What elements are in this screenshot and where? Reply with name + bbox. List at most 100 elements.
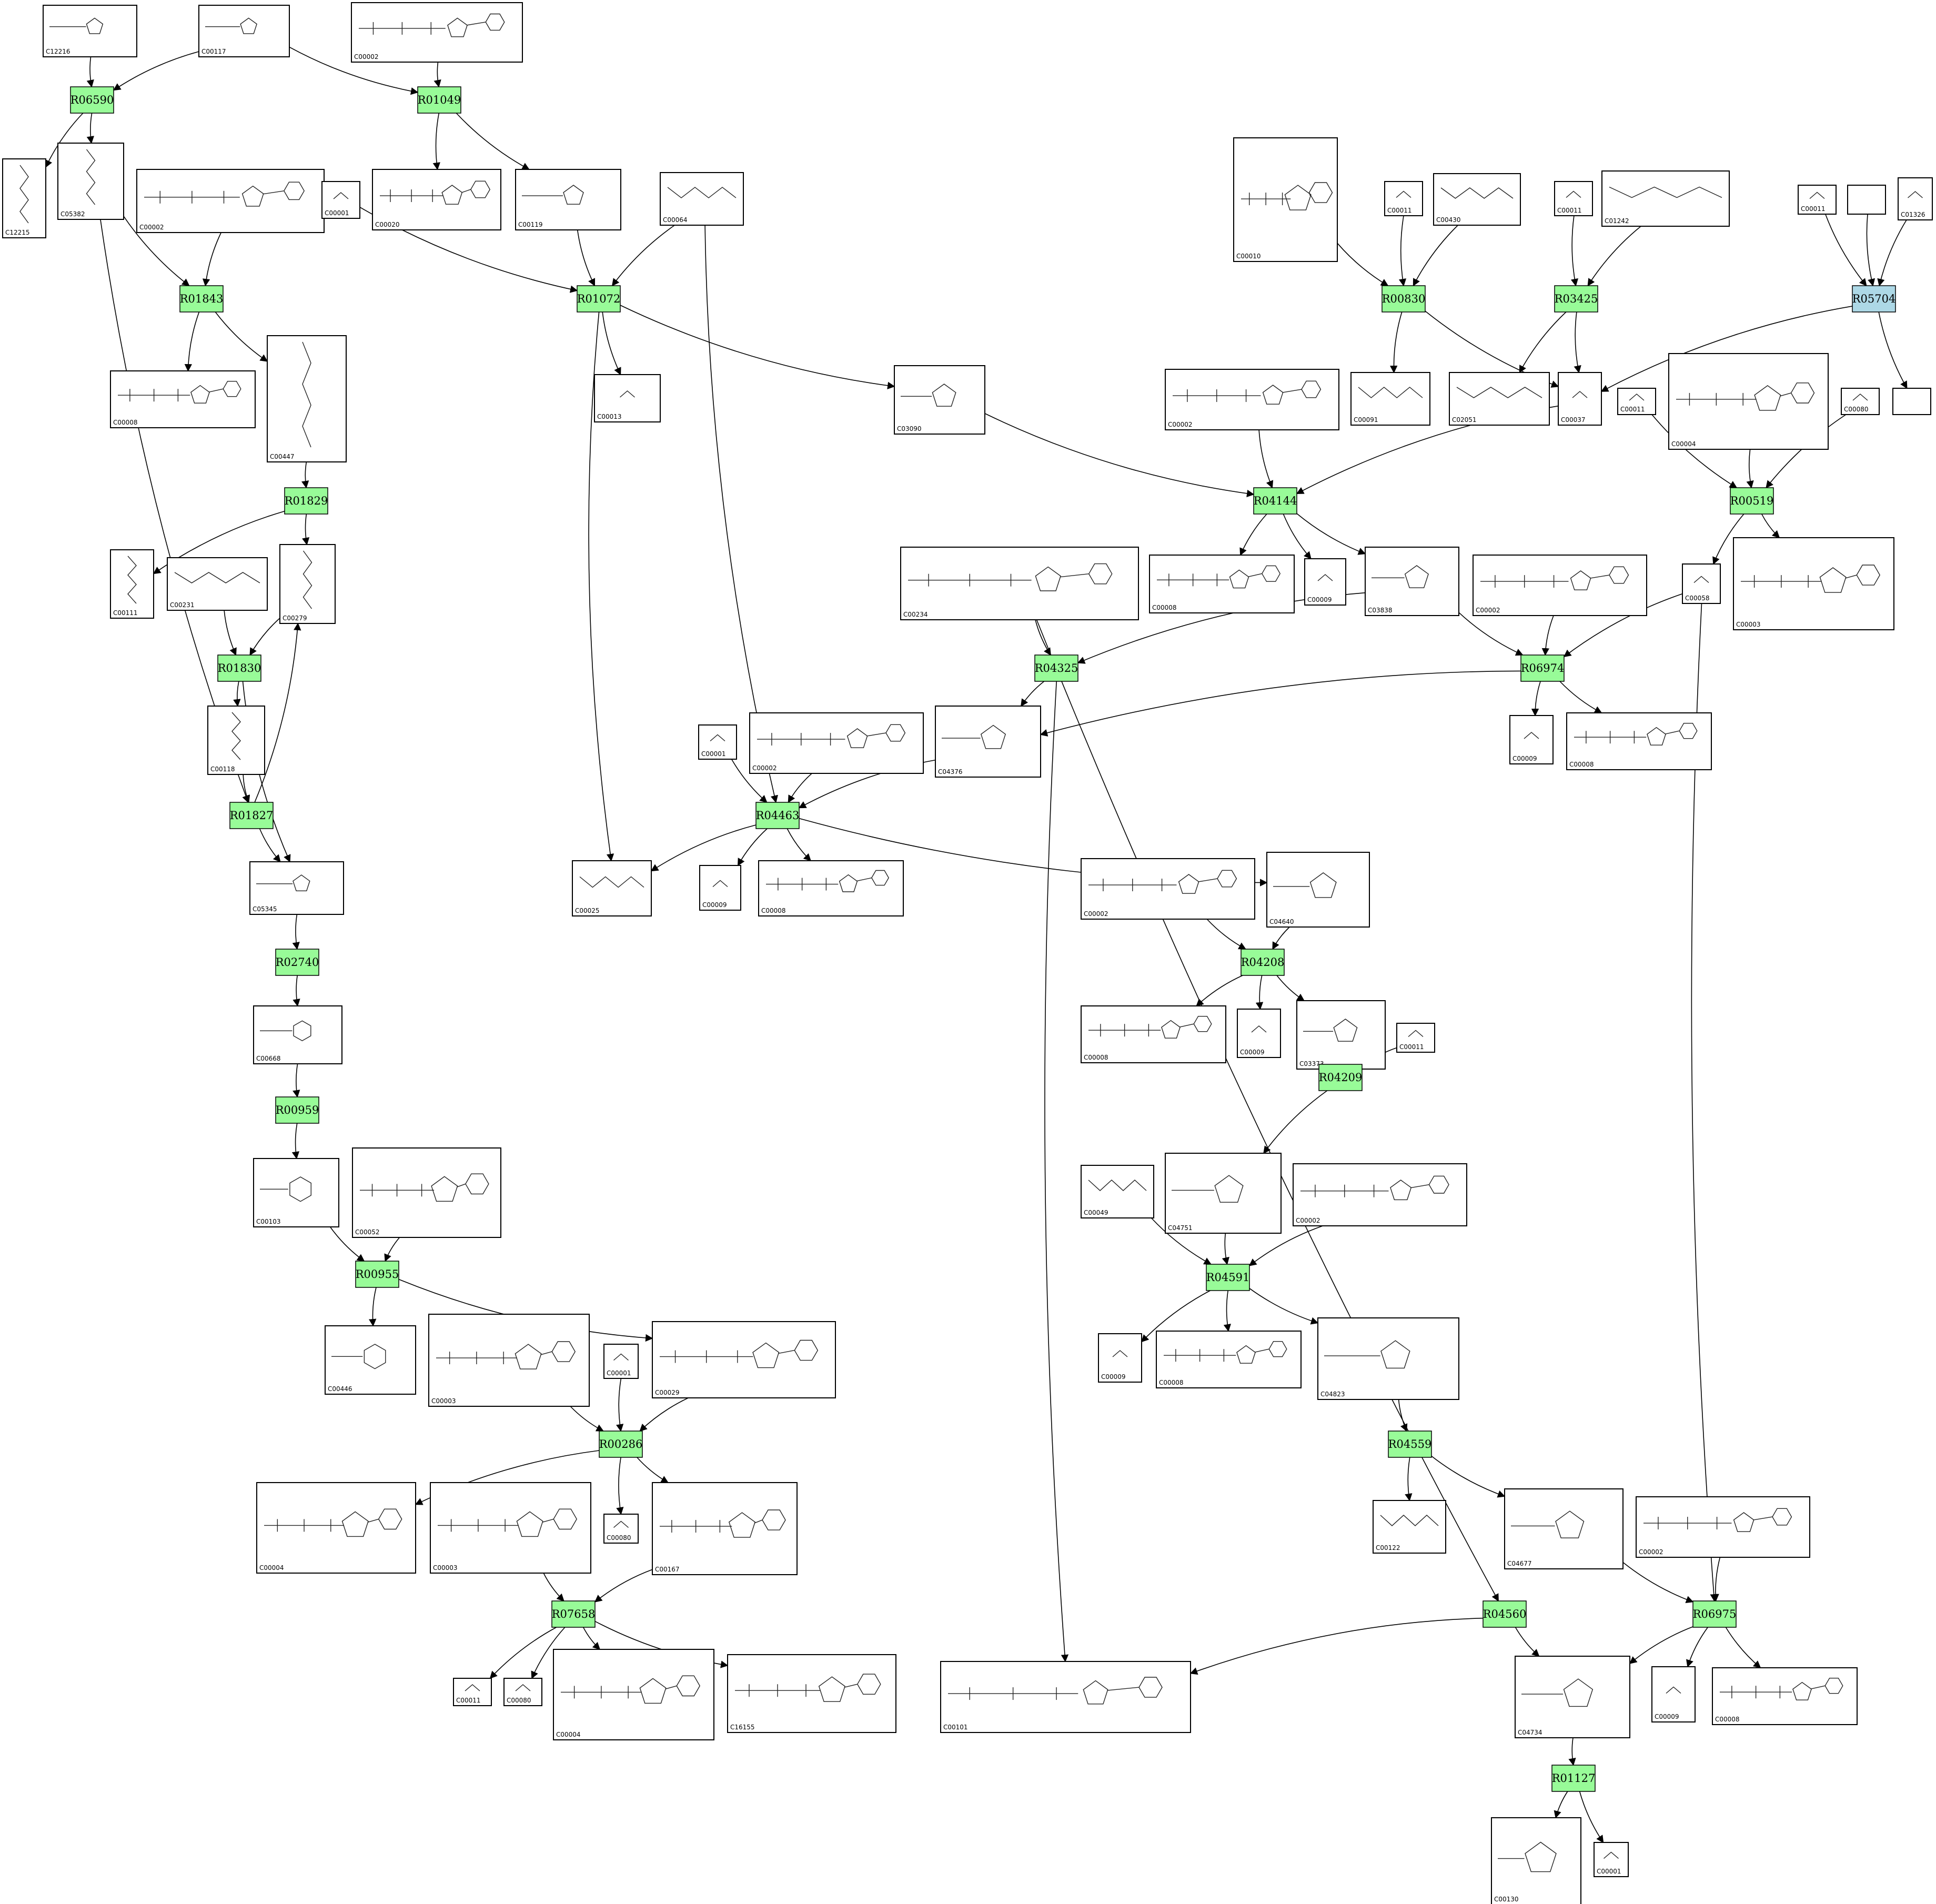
reaction-node-r04144[interactable]: R04144 <box>1253 487 1297 515</box>
compound-node[interactable]: C05345 <box>249 861 344 915</box>
reaction-node-r01827[interactable]: R01827 <box>229 802 274 829</box>
reaction-node-r04560[interactable]: R04560 <box>1483 1600 1527 1628</box>
compound-node[interactable] <box>1892 388 1931 415</box>
compound-node[interactable]: C00004 <box>256 1482 416 1574</box>
compound-node[interactable]: C00130 <box>1491 1817 1581 1904</box>
compound-node[interactable]: C00101 <box>940 1661 1191 1733</box>
reaction-node-r01843[interactable]: R01843 <box>179 285 224 313</box>
compound-node[interactable]: C16155 <box>727 1654 896 1733</box>
compound-node[interactable]: C00004 <box>553 1649 714 1740</box>
compound-node[interactable]: C00052 <box>352 1147 501 1238</box>
reaction-node-r00959[interactable]: R00959 <box>275 1096 319 1124</box>
compound-node[interactable]: C00080 <box>1841 388 1880 415</box>
compound-node[interactable]: C00447 <box>267 335 347 462</box>
reaction-node-r04591[interactable]: R04591 <box>1206 1264 1250 1291</box>
compound-node[interactable]: C00029 <box>652 1321 836 1398</box>
compound-node[interactable]: C00002 <box>1081 858 1255 920</box>
reaction-node-r06974[interactable]: R06974 <box>1520 654 1565 682</box>
compound-node[interactable]: C00010 <box>1233 137 1338 262</box>
compound-node[interactable]: C00446 <box>325 1325 416 1395</box>
compound-node[interactable]: C00011 <box>1384 181 1423 216</box>
compound-node[interactable]: C04640 <box>1266 852 1370 928</box>
reaction-node-r01127[interactable]: R01127 <box>1551 1765 1596 1792</box>
compound-node[interactable]: C00231 <box>167 557 268 611</box>
compound-node[interactable]: C00008 <box>1149 555 1295 613</box>
compound-node[interactable]: C00025 <box>572 860 652 916</box>
compound-node[interactable]: C00118 <box>207 706 265 775</box>
compound-node[interactable]: C04677 <box>1504 1488 1624 1569</box>
reaction-node-r04209[interactable]: R04209 <box>1318 1064 1363 1091</box>
compound-node[interactable]: C00009 <box>1098 1333 1142 1383</box>
reaction-node-r00519[interactable]: R00519 <box>1730 487 1774 515</box>
compound-node[interactable]: C00008 <box>1156 1331 1302 1388</box>
compound-node[interactable]: C00011 <box>1617 388 1656 415</box>
reaction-node-r01072[interactable]: R01072 <box>577 285 621 313</box>
compound-node[interactable]: C00002 <box>1636 1496 1810 1558</box>
compound-node[interactable]: C00103 <box>253 1158 339 1227</box>
reaction-node-r04559[interactable]: R04559 <box>1388 1430 1432 1458</box>
compound-node[interactable]: C00011 <box>1554 181 1593 216</box>
reaction-node-r01049[interactable]: R01049 <box>417 86 461 114</box>
compound-node[interactable]: C00004 <box>1668 353 1829 450</box>
reaction-node-r00286[interactable]: R00286 <box>599 1430 643 1458</box>
compound-node[interactable]: C00001 <box>603 1344 639 1379</box>
compound-node[interactable]: C00037 <box>1558 372 1602 426</box>
compound-node[interactable]: C00002 <box>351 2 523 63</box>
compound-node[interactable]: C00011 <box>1396 1023 1435 1053</box>
compound-node[interactable]: C00111 <box>110 549 154 619</box>
reaction-node-r06590[interactable]: R06590 <box>70 86 114 114</box>
compound-node[interactable]: C01326 <box>1898 177 1933 220</box>
compound-node[interactable]: C03373 <box>1296 1000 1386 1070</box>
compound-node[interactable]: C12215 <box>2 158 46 238</box>
compound-node[interactable]: C00122 <box>1373 1500 1446 1554</box>
compound-node[interactable]: C00091 <box>1350 372 1430 426</box>
compound-node[interactable] <box>1847 185 1886 215</box>
compound-node[interactable]: C04751 <box>1165 1153 1282 1234</box>
compound-node[interactable]: C00167 <box>652 1482 798 1575</box>
compound-node[interactable]: C00119 <box>515 169 621 230</box>
compound-node[interactable]: C00009 <box>1651 1666 1696 1722</box>
compound-node[interactable]: C12216 <box>43 5 137 57</box>
compound-node[interactable]: C00008 <box>758 860 904 916</box>
compound-node[interactable]: C00002 <box>1165 369 1339 430</box>
compound-node[interactable]: C00001 <box>698 724 737 760</box>
reaction-node-r01830[interactable]: R01830 <box>217 654 261 682</box>
reaction-node-r04208[interactable]: R04208 <box>1241 949 1285 976</box>
compound-node[interactable]: C03090 <box>894 365 985 435</box>
compound-node[interactable]: C00008 <box>1566 712 1712 770</box>
compound-node[interactable]: C00279 <box>279 544 336 624</box>
compound-node[interactable]: C00080 <box>503 1678 542 1706</box>
compound-node[interactable]: C00009 <box>1304 558 1346 606</box>
compound-node[interactable]: C04823 <box>1317 1317 1459 1400</box>
compound-node[interactable]: C00002 <box>1473 555 1647 616</box>
compound-node[interactable]: C00008 <box>1081 1005 1226 1063</box>
compound-node[interactable]: C03838 <box>1365 547 1459 616</box>
reaction-node-r01829[interactable]: R01829 <box>284 487 328 515</box>
compound-node[interactable]: C00011 <box>453 1678 492 1706</box>
compound-node[interactable]: C00003 <box>428 1314 590 1407</box>
compound-node[interactable]: C01242 <box>1601 170 1730 227</box>
compound-node[interactable]: C00011 <box>1798 185 1837 215</box>
compound-node[interactable]: C04734 <box>1515 1656 1630 1738</box>
compound-node[interactable]: C00009 <box>1237 1009 1281 1058</box>
compound-node[interactable]: C00058 <box>1682 563 1721 604</box>
compound-node[interactable]: C00003 <box>430 1482 591 1574</box>
compound-node[interactable]: C00430 <box>1433 173 1521 226</box>
compound-node[interactable]: C00234 <box>900 547 1139 620</box>
compound-node[interactable]: C00668 <box>253 1005 342 1064</box>
compound-node[interactable]: C00013 <box>594 374 661 422</box>
compound-node[interactable]: C00009 <box>1509 715 1554 764</box>
compound-node[interactable]: C00002 <box>1293 1163 1467 1226</box>
compound-node[interactable]: C02051 <box>1449 372 1550 426</box>
compound-node[interactable]: C00008 <box>110 370 256 428</box>
reaction-node-r00955[interactable]: R00955 <box>355 1261 399 1288</box>
compound-node[interactable]: C00003 <box>1733 537 1894 630</box>
compound-node[interactable]: C00001 <box>1594 1842 1629 1877</box>
compound-node[interactable]: C00020 <box>372 169 501 230</box>
compound-node[interactable]: C00008 <box>1712 1667 1858 1725</box>
compound-node[interactable]: C00117 <box>198 5 290 57</box>
reaction-node-r00830[interactable]: R00830 <box>1382 285 1426 313</box>
compound-node[interactable]: C00002 <box>749 712 924 774</box>
reaction-node-r02740[interactable]: R02740 <box>275 949 319 976</box>
reaction-node-r05704[interactable]: R05704 <box>1852 285 1896 313</box>
